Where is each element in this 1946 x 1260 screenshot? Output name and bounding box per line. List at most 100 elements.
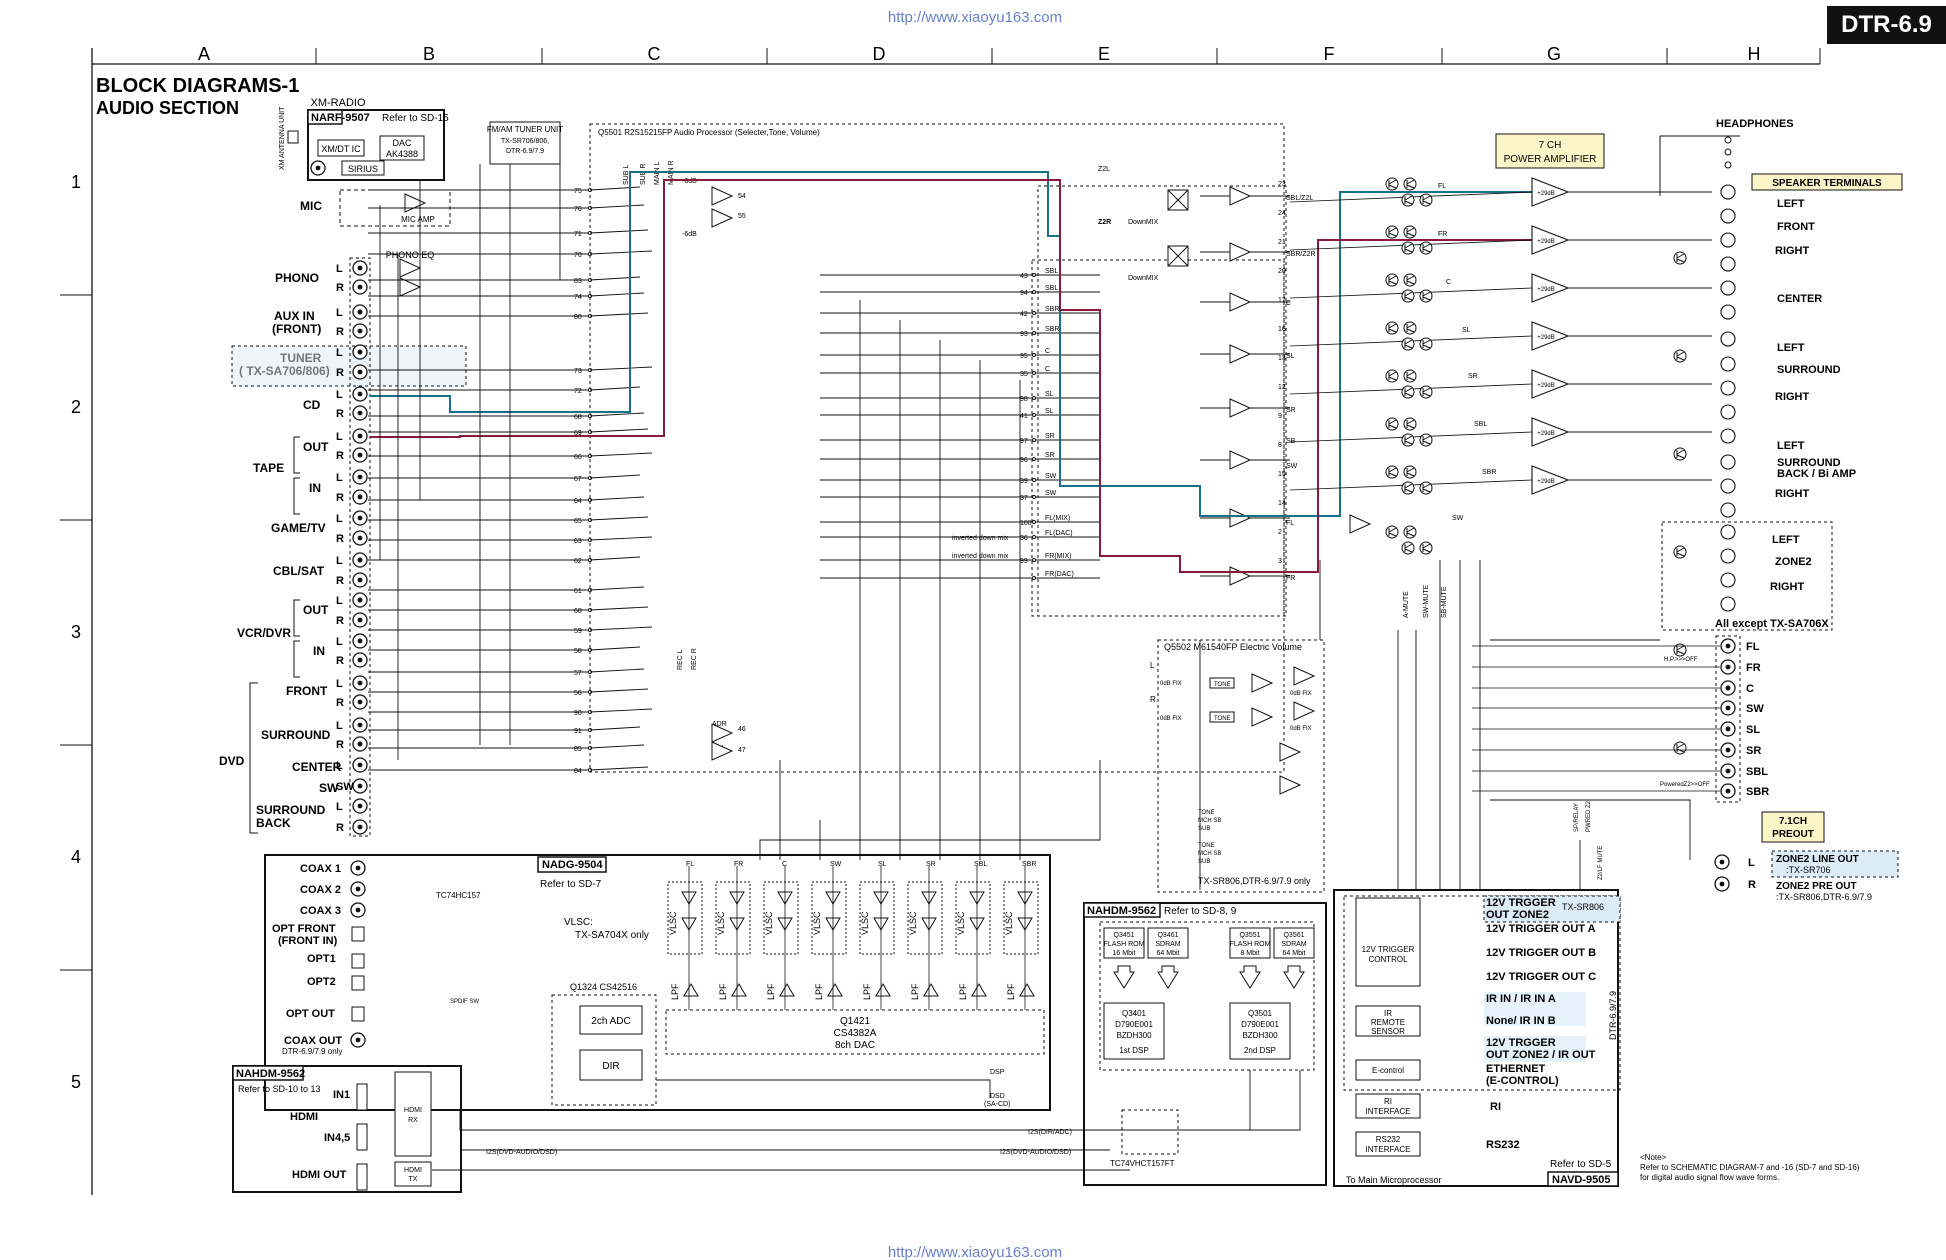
input-jack [352, 428, 368, 444]
lpf-amp [1019, 983, 1035, 997]
sirius-label: SIRIUS [348, 164, 378, 174]
coax3: COAX 3 [300, 905, 341, 917]
vlsc-block-label: VLSC [908, 911, 918, 935]
xm-dac-part: AK4388 [386, 149, 418, 159]
dsp-memory-text: Q3561 [1283, 932, 1304, 939]
col-b: B [423, 44, 435, 64]
url-bottom[interactable]: http://www.xiaoyu163.com [888, 1244, 1062, 1260]
rec-l: REC L [677, 649, 684, 670]
jack-lr-label: L [336, 760, 343, 772]
q5502-tone-1: TONE [1214, 682, 1231, 688]
mux-switch [589, 744, 645, 749]
spk-z2-left: LEFT [1772, 534, 1800, 546]
power-amp-gain: +29dB [1537, 287, 1555, 293]
q5502-fix-1: 0dB FIX [1160, 681, 1182, 687]
q5501-mid-label: SL [1045, 408, 1054, 415]
coax-out-models: DTR-6.9/7.9 only [282, 1047, 342, 1056]
q5502-tl-3: SUB [1198, 826, 1210, 832]
driver-transistor [1419, 193, 1433, 207]
nadg-frame [264, 854, 1051, 1111]
q5501-mid-pin: 42 [1020, 311, 1028, 318]
power-amp-title2: POWER AMPLIFIER [1504, 154, 1597, 165]
input-labels: PHONO PHONO EQ AUX IN (FRONT) TUNER ( TX… [219, 250, 434, 830]
power-amp-title: 7 CH [1539, 140, 1562, 151]
input-jack [352, 778, 368, 794]
vlsc-model: TX-SA704X only [575, 930, 649, 941]
url-top[interactable]: http://www.xiaoyu163.com [888, 9, 1062, 26]
rs232-if: RS232 [1376, 1135, 1401, 1144]
spk-sur-right: RIGHT [1775, 391, 1810, 403]
mid-node [1032, 576, 1036, 580]
q5501-out-pin: 24 [1278, 210, 1286, 217]
memory-bus-arrow [1239, 965, 1261, 989]
spk-sb: SURROUND [1777, 457, 1841, 469]
q5501-pin-number: 91 [574, 728, 582, 735]
grid-row-labels: 1 2 3 4 5 [71, 172, 81, 1092]
mux-switch [589, 204, 645, 209]
mid-node [1032, 478, 1036, 482]
input-jack [352, 592, 368, 608]
driver-transistor [1385, 321, 1399, 335]
vlsc-frame [907, 881, 943, 955]
xm-radio-block: XM-RADIO NARF-9507 Refer to SD-15 XM ANT… [279, 97, 449, 181]
q5501-pin-number: 59 [574, 628, 582, 635]
vlsc-frame [715, 881, 751, 955]
navd-out-7: None/ IR IN B [1486, 1015, 1556, 1027]
hdmi-rx2: RX [408, 1117, 418, 1124]
q5501-pin-number: 57 [574, 670, 582, 677]
jack-lr-label: R [336, 739, 344, 751]
dsp-memory-text: SDRAM [1281, 941, 1306, 948]
q5501-pin-number: 60 [574, 608, 582, 615]
dsp1-l4: 1st DSP [1119, 1046, 1148, 1055]
all-except: All except TX-SA706X [1715, 618, 1829, 630]
power-amp-stages: +29dB+29dB+29dB+29dB+29dB+29dB+29dB [1289, 177, 1712, 495]
input-vcr: VCR/DVR [237, 626, 291, 640]
q5501-output-amp [1229, 344, 1251, 364]
mux-switch [589, 312, 649, 317]
opt1: OPT1 [307, 953, 336, 965]
nahdm-dsp-board: NAHDM-9562 [1087, 905, 1156, 917]
q5501-output-amp [1229, 186, 1251, 206]
input-vcr-out: OUT [303, 603, 329, 617]
navd-tx-sr806: TX-SR806 [1562, 902, 1604, 912]
q5501-out-pin: 9 [1278, 413, 1282, 420]
jack-lr-label: R [336, 492, 344, 504]
driver-transistor [1401, 481, 1415, 495]
navd-out-3: 12V TRIGGER OUT A [1486, 923, 1596, 935]
dsp-memory-text: 16 Mbit [1113, 950, 1136, 957]
nahdm-left-ref: Refer to SD-10 to 13 [238, 1084, 321, 1094]
q5501-mid-pin: 99 [1020, 558, 1028, 565]
hp-off: H.P.>>>OFF [1664, 657, 1698, 663]
pin-47: 47 [738, 747, 746, 754]
q5501-pin-number: 63 [574, 538, 582, 545]
mux-switch [589, 496, 645, 501]
vlsc-channel-label: SW [830, 861, 842, 868]
q5501-mid-pin: 36 [1020, 535, 1028, 542]
input-jack [352, 530, 368, 546]
jack-lr-label: L [336, 389, 343, 401]
dsp1-l3: BZDH300 [1116, 1031, 1152, 1040]
opt-out: OPT OUT [286, 1008, 335, 1020]
input-jack [352, 717, 368, 733]
dsp2-l2: D790E001 [1241, 1020, 1279, 1029]
preout-jack [1720, 763, 1736, 779]
phono-eq-amp [399, 277, 421, 297]
mux-switch [589, 386, 641, 391]
preout-label: SW [1746, 703, 1764, 715]
q5502-title: Q5502 M61540FP Electric Volume [1164, 642, 1302, 652]
input-jack [352, 736, 368, 752]
input-jack [352, 279, 368, 295]
navd-out-2: OUT ZONE2 [1486, 909, 1549, 921]
driver-transistor [1419, 385, 1433, 399]
preout-label: C [1746, 683, 1754, 695]
q5501-frame [589, 123, 1285, 773]
q5501-pin-number: 56 [574, 690, 582, 697]
mid-node [1032, 273, 1036, 277]
input-jack [352, 694, 368, 710]
mux-switch [589, 474, 641, 479]
bus-labels: I2S(DVD-AUDIO/DSD) I2S(DIR/ADC) I2S(DVD-… [486, 1069, 1072, 1156]
preout-label: SBL [1746, 766, 1768, 778]
nahdm-left-board: NAHDM-9562 [236, 1068, 305, 1080]
jack-lr-label: R [336, 575, 344, 587]
